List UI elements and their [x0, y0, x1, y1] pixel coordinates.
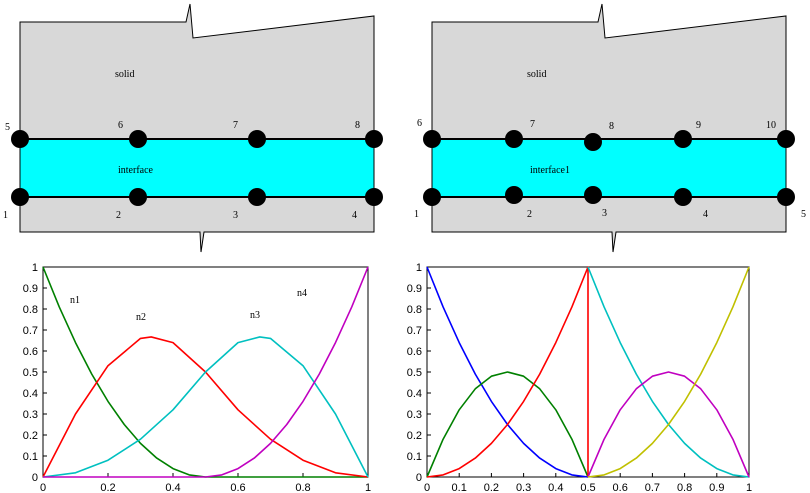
- right-node-top: [505, 130, 523, 148]
- x-tick-label: 1: [746, 482, 752, 493]
- x-tick-label: 0.6: [613, 482, 628, 493]
- y-tick-label: 0.4: [407, 388, 422, 400]
- right-node-bottom: [777, 188, 795, 206]
- left-node-label: 5: [5, 122, 10, 133]
- series-line-n3: [42, 336, 369, 478]
- x-tick-label: 0.1: [452, 482, 467, 493]
- left-node-top: [248, 130, 266, 148]
- left-node-top: [365, 130, 383, 148]
- y-tick-label: 0: [416, 472, 422, 484]
- left-node-bottom: [248, 188, 266, 206]
- left-node-top: [11, 130, 29, 148]
- left-interface-band: [19, 138, 375, 198]
- y-tick-label: 0.5: [23, 367, 38, 379]
- right-node-label: 1: [414, 209, 419, 220]
- right-node-top: [674, 130, 692, 148]
- x-tick-label: 0.6: [230, 482, 245, 493]
- right-node-label: 3: [602, 208, 607, 219]
- left-node-bottom: [365, 188, 383, 206]
- left-solid-region: [19, 3, 375, 253]
- x-tick-label: 0.8: [677, 482, 692, 493]
- x-tick-label: 0.2: [484, 482, 499, 493]
- left-node-bottom: [11, 188, 29, 206]
- x-tick-label: 0.3: [516, 482, 531, 493]
- right-solid-label: solid: [527, 69, 546, 80]
- y-tick-label: 0.6: [23, 346, 38, 358]
- x-tick-label: 0.4: [165, 482, 180, 493]
- x-tick-label: 0.4: [548, 482, 563, 493]
- y-tick-label: 0.3: [23, 409, 38, 421]
- right-node-top: [777, 130, 795, 148]
- left-node-label: 3: [233, 210, 238, 221]
- series-line-red: [426, 266, 589, 478]
- x-tick-label: 0.7: [645, 482, 660, 493]
- y-tick-label: 0.2: [23, 430, 38, 442]
- y-tick-label: 0.8: [23, 304, 38, 316]
- right-node-bottom: [674, 188, 692, 206]
- series-line-n4: [43, 266, 369, 478]
- y-tick-label: 0.5: [407, 367, 422, 379]
- y-tick-label: 0.9: [407, 283, 422, 295]
- y-tick-label: 0.2: [407, 430, 422, 442]
- left-node-label: 2: [116, 210, 121, 221]
- series-line-yellow: [587, 266, 750, 478]
- right-node-top: [584, 133, 602, 151]
- series-line-magenta: [587, 371, 750, 478]
- x-tick-label: 0.8: [295, 482, 310, 493]
- y-tick-label: 1: [32, 262, 38, 274]
- x-tick-label: 0: [40, 482, 46, 493]
- y-tick-label: 0.1: [407, 451, 422, 463]
- right-interface-label: interface1: [530, 165, 570, 176]
- y-tick-label: 0.1: [23, 451, 38, 463]
- chart-annotation: n2: [136, 312, 146, 323]
- left-node-label: 4: [352, 210, 357, 221]
- right-node-label: 9: [696, 120, 701, 131]
- right-node-label: 10: [766, 120, 776, 131]
- y-tick-label: 0.7: [23, 325, 38, 337]
- x-tick-label: 0: [424, 482, 430, 493]
- right-node-label: 4: [703, 209, 708, 220]
- y-tick-label: 0.3: [407, 409, 422, 421]
- y-tick-label: 0.8: [407, 304, 422, 316]
- y-tick-label: 0.4: [23, 388, 38, 400]
- right-node-label: 8: [609, 121, 614, 132]
- right-interface-band: [431, 138, 787, 198]
- y-tick-label: 0.7: [407, 325, 422, 337]
- chart-annotation: n1: [70, 295, 80, 306]
- x-tick-label: 0.9: [709, 482, 724, 493]
- left-node-label: 8: [355, 120, 360, 131]
- left-node-bottom: [129, 188, 147, 206]
- series-line-n1: [42, 266, 368, 478]
- left-diagram: solid interface 5 6 7 8 1 2 3 4: [3, 3, 383, 253]
- left-node-label: 7: [233, 120, 238, 131]
- right-node-bottom: [505, 186, 523, 204]
- series-line-n2: [42, 336, 369, 478]
- right-chart: 0 0.1 0.2 0.3 0.4 0.5 0.6 0.7 0.8 0.9 1 0 0.1 0.2 0.3 0…: [407, 262, 752, 493]
- y-tick-label: 0: [32, 472, 38, 484]
- left-node-label: 1: [3, 210, 8, 221]
- x-tick-label: 0.2: [100, 482, 115, 493]
- left-node-label: 6: [118, 120, 123, 131]
- right-node-top: [423, 130, 441, 148]
- left-chart: 0 0.1 0.2 0.3 0.4 0.5 0.6 0.7 0.8 0.9 1 0 0.2 0.4 0.6 0…: [23, 262, 371, 493]
- left-interface-label: interface: [118, 165, 154, 176]
- right-node-label: 2: [527, 209, 532, 220]
- right-node-label: 6: [417, 118, 422, 129]
- y-tick-label: 0.9: [23, 283, 38, 295]
- x-tick-label: 1: [365, 482, 371, 493]
- chart-annotation: n3: [250, 310, 260, 321]
- right-diagram: solid interface1 6 7 8 9 10 1 2 3 4 5: [414, 3, 806, 253]
- series-line-green: [426, 371, 589, 478]
- right-node-bottom: [423, 188, 441, 206]
- left-solid-label: solid: [115, 69, 134, 80]
- right-node-label: 5: [801, 209, 806, 220]
- right-node-label: 7: [530, 119, 535, 130]
- chart-annotation: n4: [297, 288, 307, 299]
- right-node-bottom: [584, 186, 602, 204]
- y-tick-label: 1: [416, 262, 422, 274]
- y-tick-label: 0.6: [407, 346, 422, 358]
- left-node-top: [129, 130, 147, 148]
- x-tick-label: 0.5: [580, 482, 595, 493]
